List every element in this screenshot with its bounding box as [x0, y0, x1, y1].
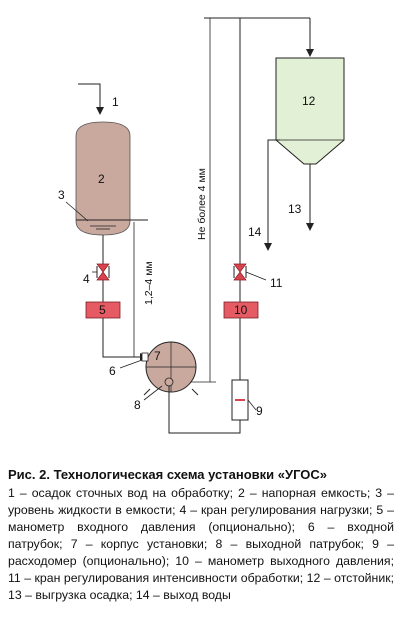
- apparatus-body: [141, 341, 199, 396]
- manometer-5: [85, 301, 121, 319]
- caption-title: Рис. 2. Технологическая схема установки …: [8, 467, 328, 482]
- dimension-height-label: Не более 4 мм: [196, 168, 208, 240]
- label-14: 14: [248, 225, 262, 239]
- figure-caption: Рис. 2. Технологическая схема установки …: [8, 466, 394, 604]
- label-7: 7: [154, 349, 161, 363]
- label-11: 11: [270, 276, 283, 290]
- flowmeter: [231, 379, 249, 421]
- manometer-10: [223, 301, 259, 319]
- label-13: 13: [288, 202, 302, 216]
- valve-4-icon: [96, 263, 110, 281]
- feed-pipe: [102, 235, 148, 361]
- dimension-height: [188, 17, 310, 383]
- label-8: 8: [134, 398, 141, 412]
- label-9: 9: [256, 404, 263, 418]
- caption-body: 1 – осадок сточных вод на обработку; 2 –…: [8, 486, 394, 602]
- label-1: 1: [112, 95, 119, 109]
- valve-11-icon: [233, 263, 247, 281]
- label-10: 10: [234, 303, 248, 317]
- label-5: 5: [99, 303, 106, 317]
- dimension-gap-label: 1,2–4 мм: [143, 261, 155, 305]
- inlet-line-1: [78, 83, 104, 115]
- process-diagram: 1 2 3 4 5 6 7 8 9 10 11 12 13 14 1,2–4 м…: [58, 17, 345, 434]
- label-12: 12: [302, 94, 316, 108]
- pressure-tank: [75, 121, 148, 236]
- settler: [275, 57, 345, 165]
- label-2: 2: [98, 172, 105, 186]
- label-4: 4: [83, 272, 90, 286]
- label-3: 3: [58, 188, 65, 202]
- label-6: 6: [109, 364, 116, 378]
- outlet-pipe: [168, 18, 241, 434]
